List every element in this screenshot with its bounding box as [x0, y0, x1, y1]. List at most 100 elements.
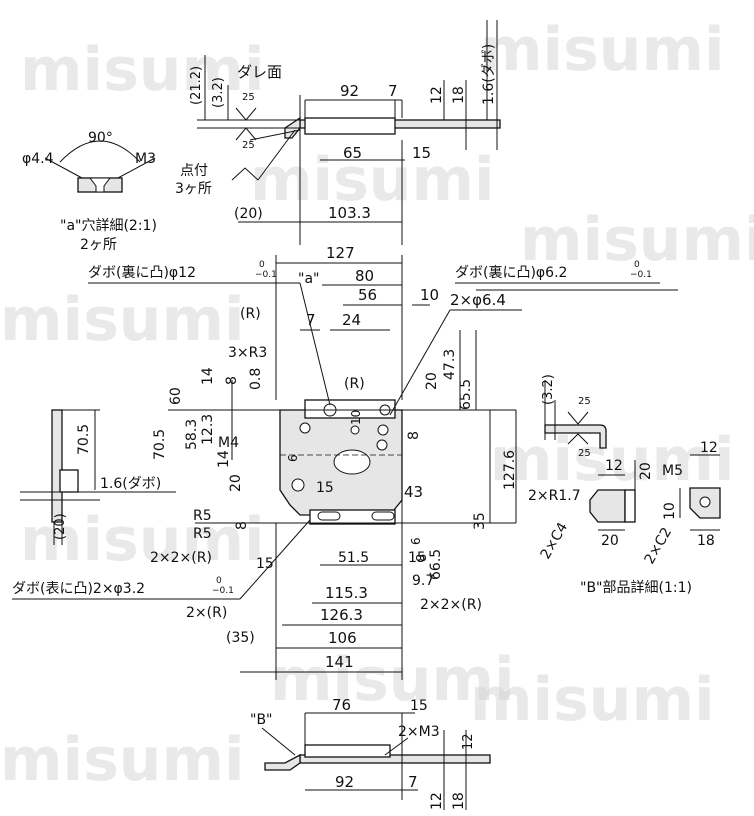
- radius-label: 3×R3: [228, 345, 267, 361]
- side-plate: [51, 409, 63, 523]
- dim-label: 106: [328, 629, 357, 647]
- dowel-front-tol-upper: 0: [216, 576, 222, 586]
- dim-label: 12: [605, 458, 623, 474]
- hole-label: 2×φ6.4: [450, 291, 506, 309]
- detail-count: 2ヶ所: [80, 237, 117, 253]
- watermark-text: misumi: [490, 425, 735, 495]
- dim-label: 18: [451, 86, 467, 104]
- dowel-back-6-tol-lower: −0.1: [630, 270, 652, 280]
- dim-label: 103.3: [328, 204, 371, 222]
- dim-label: 60: [168, 387, 184, 405]
- radius-label: 2×2×(R): [150, 550, 212, 566]
- dim-label: 92: [335, 773, 354, 791]
- dim-label: 70.5: [152, 429, 168, 460]
- detail-caption: "a"穴詳細(2:1): [60, 218, 157, 234]
- radius-label: R5: [193, 508, 212, 524]
- dim-label: 65.5: [458, 379, 474, 410]
- dia-label: φ4.4: [22, 151, 54, 167]
- dowel-hole: [377, 424, 389, 436]
- dowel-back-6-tol-upper: 0: [634, 260, 640, 270]
- dim-label: 24: [342, 311, 361, 329]
- dare-surface-label: ダレ面: [237, 63, 282, 81]
- dim-label: 12: [461, 733, 476, 750]
- dim-label: 18: [697, 533, 715, 549]
- thread-label: M4: [218, 435, 239, 451]
- dim-label: 47.3: [442, 349, 458, 380]
- spot-weld-label: 点付: [180, 163, 208, 179]
- dowel-back-6-label: ダボ(裏に凸)φ6.2: [455, 264, 567, 281]
- thread-label: M3: [135, 151, 156, 167]
- dowel-back-12-tol-lower: −0.1: [255, 270, 277, 280]
- top-view: (21.2) (3.2) ダレ面 92 7 12 18 1.6(ダボ) 65 1…: [175, 20, 501, 245]
- watermark-text: misumi: [520, 205, 754, 275]
- dim-label: 8: [406, 431, 422, 440]
- chamfer-label: 2×C2: [642, 525, 676, 567]
- spot-weld-count: 3ヶ所: [175, 181, 212, 197]
- dim-label: 1.6(ダボ): [481, 44, 497, 105]
- dim-label: 56: [358, 286, 377, 304]
- dim-label: 12: [429, 792, 445, 810]
- roughness-label: 25: [242, 140, 255, 151]
- part-b-flange: [624, 489, 636, 523]
- watermark-layer: misumi misumi misumi misumi misumi misum…: [0, 15, 754, 795]
- dim-label: 12: [429, 86, 445, 104]
- watermark-text: misumi: [480, 15, 725, 85]
- hole-detail: 90° φ4.4 M3 "a"穴詳細(2:1) 2ヶ所: [22, 130, 157, 253]
- roughness-symbol: [235, 127, 257, 141]
- m5-hole: [699, 496, 711, 508]
- roughness-symbol: [567, 433, 589, 445]
- dim-label: 43: [404, 483, 423, 501]
- dim-label: 80: [355, 267, 374, 285]
- dim-label: 8: [224, 376, 240, 385]
- main-view: 127 "a" 80 56 10 24 7 (R) 3×R3 ダボ(裏に凸)φ1…: [12, 244, 678, 680]
- bend-profile: [544, 424, 607, 449]
- dim-label: 15: [410, 698, 428, 714]
- dim-label: 0.8: [248, 368, 264, 390]
- radius-label: (R): [240, 306, 261, 322]
- angle-label: 90°: [88, 130, 113, 146]
- roughness-label: 25: [578, 396, 591, 407]
- watermark-text: misumi: [20, 35, 265, 105]
- dim-label: 7: [408, 773, 418, 791]
- dim-label: 20: [228, 474, 244, 492]
- part-b-caption: "B"部品詳細(1:1): [580, 580, 692, 596]
- dim-label: (21.2): [189, 66, 204, 105]
- dim-label: (20): [234, 206, 263, 222]
- part-b-side: [589, 489, 626, 523]
- dim-label: (35): [226, 630, 255, 646]
- slot: [371, 511, 395, 521]
- watermark-text: misumi: [250, 145, 495, 215]
- dim-label: 7: [306, 311, 316, 329]
- center-hole: [333, 449, 371, 475]
- dim-label: 10: [349, 410, 363, 425]
- countersink: [89, 177, 111, 193]
- a-hole-label: "a": [298, 271, 319, 287]
- dowel-front-tol-lower: −0.1: [212, 586, 234, 596]
- weld-symbol: [231, 167, 259, 181]
- dim-label: 20: [424, 372, 440, 390]
- radius-label: 2×2×(R): [420, 597, 482, 613]
- bottom-view: "B" 76 15 2×M3 12 92 7 12 18: [250, 696, 491, 810]
- watermark-text: misumi: [0, 285, 245, 355]
- dim-label: 15: [412, 144, 431, 162]
- radius-label: 2×(R): [186, 605, 227, 621]
- dim-label: 6: [286, 454, 300, 462]
- dim-label: 65: [343, 144, 362, 162]
- dim-label: 127: [326, 244, 355, 262]
- dim-label: 51.5: [338, 550, 369, 566]
- dim-label: 14: [200, 367, 216, 385]
- dowel-front-label: ダボ(表に凸)2×φ3.2: [12, 581, 145, 597]
- dim-label: 12.3: [200, 414, 216, 445]
- dim-label: 92: [340, 82, 359, 100]
- dim-label: 20: [601, 533, 619, 549]
- dowel-back-12-label: ダボ(裏に凸)φ12: [88, 264, 196, 281]
- dowel-hole: [299, 422, 311, 434]
- watermark-text: misumi: [470, 665, 715, 735]
- dowel-hole: [376, 439, 388, 451]
- dim-label: 70.5: [76, 424, 92, 455]
- roughness-symbol: [235, 107, 257, 121]
- dim-label: 126.3: [320, 606, 363, 624]
- roughness-symbol: [567, 411, 589, 425]
- dim-label: (3.2): [211, 77, 226, 108]
- bottom-bend: [264, 753, 301, 771]
